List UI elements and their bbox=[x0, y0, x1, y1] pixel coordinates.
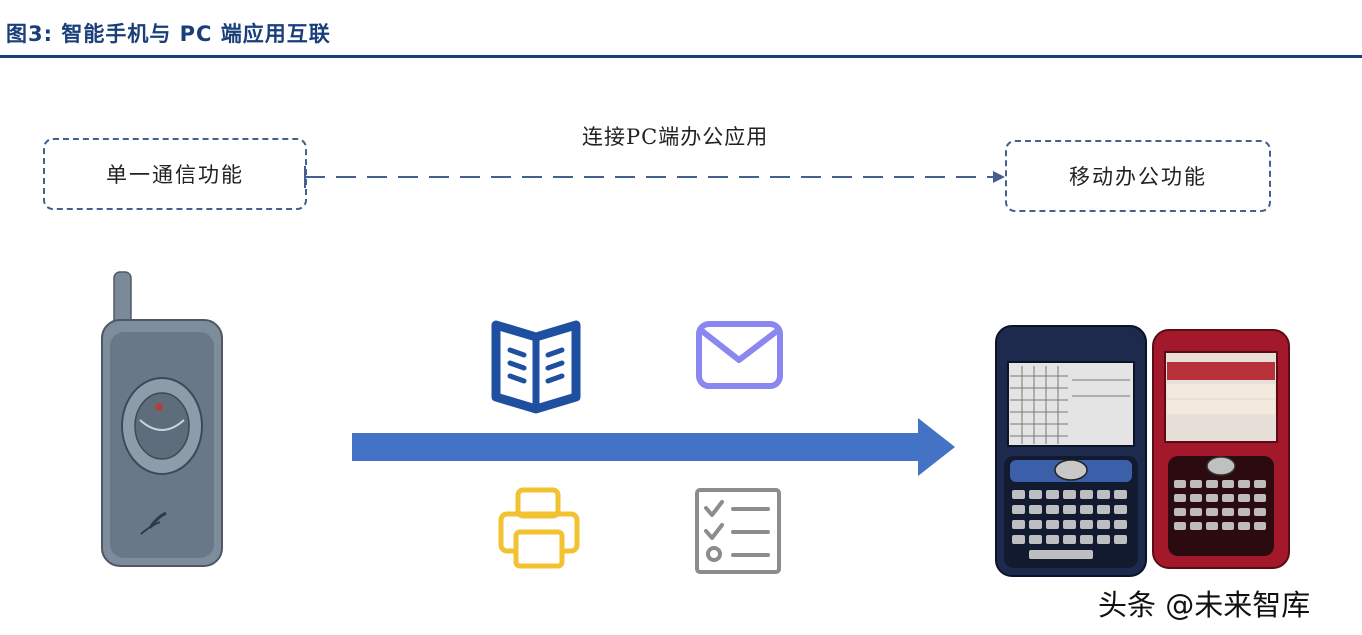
flip-phone-illustration bbox=[101, 271, 223, 567]
single-communication-box: 单一通信功能 bbox=[43, 138, 307, 210]
book-document-icon bbox=[491, 320, 581, 414]
figure-title: 图3: 智能手机与 PC 端应用互联 bbox=[6, 22, 331, 46]
connector-label: 连接PC端办公应用 bbox=[582, 125, 769, 149]
dashed-connector bbox=[304, 166, 1005, 188]
mobile-office-box: 移动办公功能 bbox=[1005, 140, 1271, 212]
envelope-icon bbox=[696, 321, 783, 389]
checklist-icon bbox=[695, 488, 781, 574]
title-divider bbox=[0, 55, 1362, 58]
smartphones-illustration bbox=[995, 325, 1290, 577]
main-flow-arrow bbox=[352, 418, 955, 476]
watermark: 头条 @未来智库 bbox=[1098, 588, 1311, 622]
printer-icon bbox=[498, 487, 580, 569]
